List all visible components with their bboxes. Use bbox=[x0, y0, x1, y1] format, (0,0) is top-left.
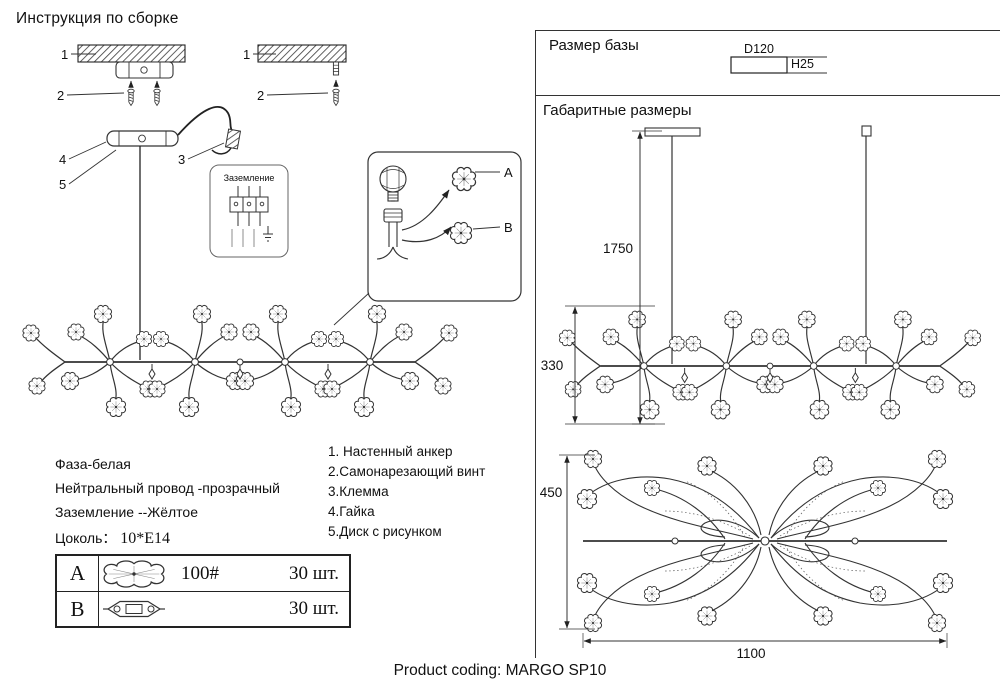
dim-length bbox=[582, 633, 948, 648]
legend-ground: Заземление --Жёлтое bbox=[55, 504, 198, 520]
clamp-part-icon bbox=[102, 600, 166, 618]
fine-print-lines bbox=[231, 229, 255, 247]
dimensions-canvas: D120 H25 1750 330 bbox=[535, 30, 1000, 661]
parts-list-item-3: 3.Клемма bbox=[328, 484, 389, 499]
socket-label: Цоколь： bbox=[55, 530, 117, 546]
base-size-title: Размер базы bbox=[549, 37, 639, 54]
callout-a-label: A bbox=[504, 165, 513, 180]
callout-2-label: 2 bbox=[57, 88, 64, 103]
page-title: Инструкция по сборке bbox=[16, 10, 179, 27]
side-view-drawing bbox=[559, 125, 980, 419]
overall-dimensions-title: Габаритные размеры bbox=[543, 102, 692, 119]
product-coding: Product coding: MARGO SP10 bbox=[393, 662, 607, 679]
grounding-detail-box: Заземление bbox=[209, 164, 289, 258]
base-height-label: H25 bbox=[791, 57, 814, 71]
dim-body-height bbox=[565, 305, 655, 425]
assembly-diagrams-canvas: 1 2 1 2 4 bbox=[0, 44, 522, 690]
parts-list-item-2: 2.Самонарезающий винт bbox=[328, 464, 486, 479]
legend-phase: Фаза-белая bbox=[55, 456, 131, 472]
bulb-icon bbox=[379, 165, 407, 202]
top-view-drawing bbox=[577, 450, 952, 631]
parts-list-item-5: 5.Диск с рисунком bbox=[328, 524, 442, 539]
dim-body-height-label: 330 bbox=[541, 358, 564, 373]
ceiling-mount-diagram-2: 1 2 bbox=[243, 44, 347, 106]
callout-3-label: 3 bbox=[178, 152, 185, 167]
bulb-flower-detail-box: A B bbox=[333, 151, 522, 326]
ceiling-mount-diagram-1: 1 2 bbox=[57, 44, 186, 106]
callout-2-label: 2 bbox=[257, 88, 264, 103]
spec-a-label: A bbox=[57, 556, 99, 591]
canopy-assembly-diagram: 4 5 3 bbox=[59, 106, 242, 360]
parts-list-item-1: 1. Настенный анкер bbox=[328, 444, 453, 459]
callout-1-label: 1 bbox=[243, 47, 250, 62]
socket-value: 10*E14 bbox=[120, 530, 171, 547]
wiring-legend: Фаза-белая Нейтральный провод -прозрачны… bbox=[55, 456, 280, 556]
callout-1-label: 1 bbox=[61, 47, 68, 62]
dim-depth bbox=[559, 454, 595, 630]
dim-total-height-label: 1750 bbox=[603, 241, 633, 256]
spec-row-a: A 100# 30 шт. bbox=[57, 556, 349, 591]
callout-5-label: 5 bbox=[59, 177, 66, 192]
legend-socket: Цоколь： 10*E14 bbox=[55, 528, 280, 548]
callout-4-label: 4 bbox=[59, 152, 66, 167]
legend-neutral: Нейтральный провод -прозрачный bbox=[55, 480, 280, 496]
spec-a-qty: 30 шт. bbox=[288, 562, 339, 584]
base-diameter-label: D120 bbox=[744, 42, 774, 56]
spec-b-label: B bbox=[57, 592, 99, 626]
socket-icon bbox=[376, 208, 409, 260]
panel-divider-lines bbox=[535, 30, 1000, 658]
dim-length-label: 1100 bbox=[736, 646, 765, 661]
flower-part-icon bbox=[103, 559, 165, 588]
parts-list: 1. Настенный анкер 2.Самонарезающий винт… bbox=[328, 442, 485, 542]
chandelier-front-view bbox=[23, 305, 457, 416]
spec-row-b: B 30 шт. bbox=[57, 591, 349, 626]
parts-list-item-4: 4.Гайка bbox=[328, 504, 375, 519]
callout-b-label: B bbox=[504, 220, 513, 235]
grounding-label: Заземление bbox=[224, 173, 275, 183]
spec-b-qty: 30 шт. bbox=[288, 598, 339, 619]
dim-depth-label: 450 bbox=[540, 485, 563, 500]
base-size-drawing: D120 H25 bbox=[730, 42, 827, 74]
spec-a-size: 100# bbox=[181, 562, 219, 584]
parts-spec-table: A 100# 30 шт. B 30 шт. bbox=[55, 554, 351, 628]
ground-symbol-icon bbox=[263, 226, 273, 242]
